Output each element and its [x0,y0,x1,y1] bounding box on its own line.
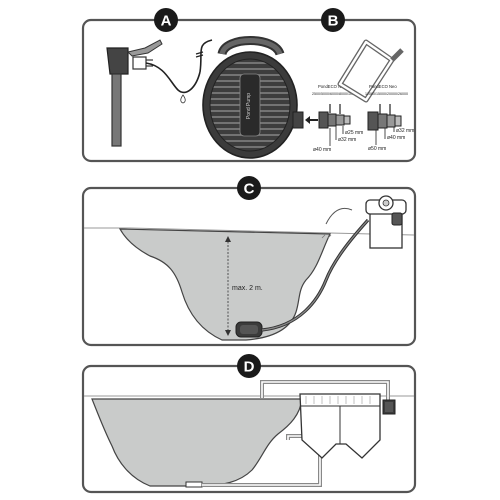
pressure-filter [365,195,407,249]
adapter-large-d2: ø40 mm [387,135,405,141]
filter-chamber [299,393,381,459]
adapter-large-d1: ø32 mm [396,128,414,134]
submerged-pump [235,321,263,338]
svg-text:D: D [244,359,255,376]
external-pump [382,399,396,415]
adapter-large-model: PondECO Neo [369,84,397,89]
depth-indicator: max. 2 m. [225,236,263,336]
badge-a: A [154,8,178,32]
pond-water-d [91,398,303,487]
adapter-small-d3: ø40 mm [313,147,331,153]
hose-adapter-small: PondECO Neo 2500/5000/6000/8000/10000 ø2… [312,84,363,153]
badge-b: B [321,8,345,32]
connect-arrow-icon [305,116,318,124]
svg-text:A: A [161,13,172,30]
wrench-icon [337,39,404,103]
hose-adapter-large: PondECO Neo 12000/15000/20000/26000 ø32 … [365,84,414,152]
adapter-small-d1: ø25 mm [345,130,363,136]
pond-water [118,228,331,341]
bottom-drain [185,481,203,488]
adapter-small-model: PondECO Neo [318,84,346,89]
badge-c: C [237,176,261,200]
badge-d: D [237,354,261,378]
panel-c: max. 2 m. [81,186,417,347]
svg-text:B: B [328,13,339,30]
svg-text:C: C [244,181,255,198]
adapter-small-sizes: 2500/5000/6000/8000/10000 [312,92,358,96]
water-drop-icon [180,94,186,104]
adapter-large-sizes: 12000/15000/20000/26000 [365,92,408,96]
panel-ab: Pond Pump PondECO Neo 2500/5000/6000/800… [81,18,417,163]
pump-brand-label: Pond Pump [246,93,252,119]
max-depth-label: max. 2 m. [232,285,263,292]
pond-pump: Pond Pump [202,36,304,159]
adapter-small-d2: ø32 mm [338,137,356,143]
adapter-large-d3: ø50 mm [368,146,386,152]
panel-d [81,364,417,494]
power-plug [106,39,213,147]
